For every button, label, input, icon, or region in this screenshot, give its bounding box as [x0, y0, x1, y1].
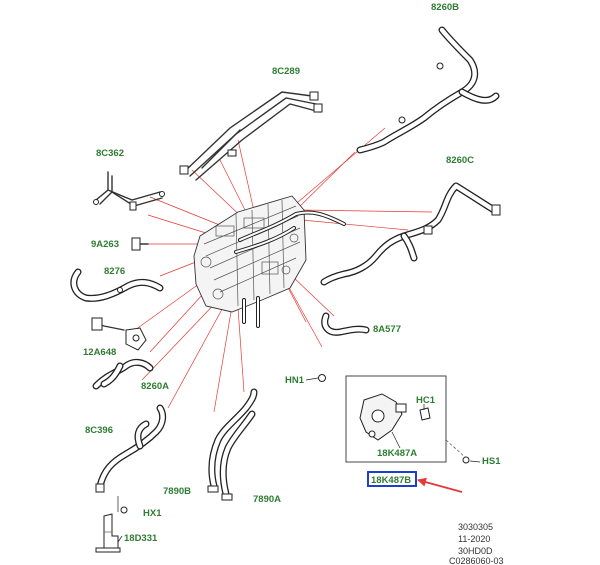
label-8c396: 8C396 [85, 425, 113, 436]
highlight-callout: 18K487B [367, 471, 463, 493]
label-hc1: HC1 [416, 395, 436, 406]
label-hx1: HX1 [143, 508, 162, 519]
label-8260b: 8260B [431, 2, 459, 13]
label-8260c: 8260C [446, 155, 474, 166]
label-8c362: 8C362 [96, 148, 124, 159]
hose-8260a-drawing [92, 358, 154, 390]
leader-lines [134, 127, 433, 413]
label-8c289: 8C289 [272, 66, 300, 77]
label-hn1: HN1 [285, 375, 305, 386]
label-9a263: 9A263 [91, 239, 119, 250]
reference-block: 3030305 11-2020 30HD0D C0286060-03 [449, 522, 504, 565]
screw-hs1-drawing [445, 439, 481, 464]
reference-line-4: C0286060-03 [449, 556, 504, 565]
label-12a648: 12A648 [83, 347, 116, 358]
label-18d331: 18D331 [124, 533, 158, 544]
detail-box [345, 375, 447, 463]
connector-9a263-drawing [131, 237, 149, 251]
part-labels: 8260B 8C289 8C362 8260C 9A263 8276 8A577… [83, 2, 501, 544]
label-hs1: HS1 [482, 456, 501, 467]
label-7890b: 7890B [163, 486, 191, 497]
bolt-hn1-drawing [305, 374, 326, 382]
label-18k487b: 18K487B [371, 475, 411, 486]
highlight-box [367, 471, 417, 487]
label-8260a: 8260A [141, 381, 169, 392]
pipe-8c362-drawing [93, 171, 165, 211]
engine-block [193, 195, 346, 328]
hose-8a577-drawing [321, 312, 370, 336]
reference-line-2: 11-2020 [458, 534, 490, 544]
pipe-8c396-drawing [95, 404, 167, 493]
bracket-18d331-drawing [95, 496, 128, 553]
reference-line-3: 30HD0D [458, 546, 493, 556]
label-7890a: 7890A [253, 494, 281, 505]
valve-12a648-drawing [91, 317, 147, 351]
hose-8260c-drawing [320, 182, 501, 286]
hose-8276-drawing [70, 268, 164, 302]
pipe-8c289-drawing [179, 91, 323, 181]
reference-line-1: 3030305 [458, 522, 493, 532]
pipe-7890-drawing [207, 388, 258, 501]
callout-arrow [417, 477, 463, 493]
hose-8260b-drawing [356, 26, 500, 154]
label-18k487a: 18K487A [377, 448, 417, 459]
label-8a577: 8A577 [373, 324, 401, 335]
label-8276: 8276 [104, 266, 125, 277]
